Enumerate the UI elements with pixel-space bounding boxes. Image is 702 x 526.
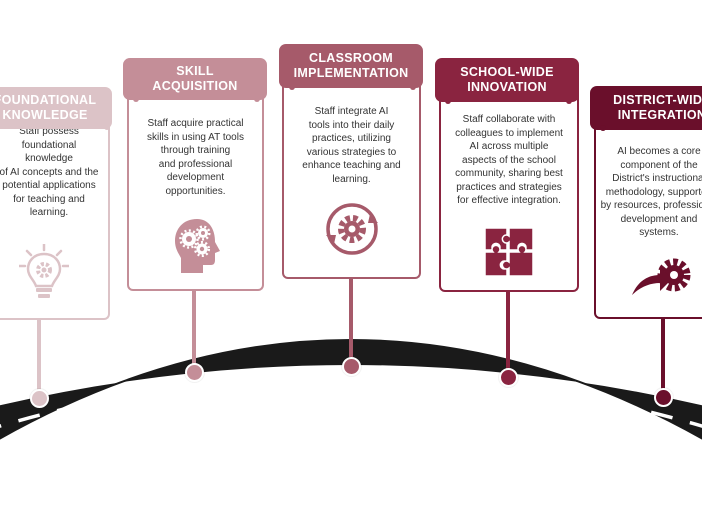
- stage-3-header-dot-left: [289, 84, 295, 90]
- stage-5-description-line: District's instructional: [612, 173, 702, 184]
- stage-2-header-dot-right: [254, 96, 260, 102]
- stage-3-description-line: practices, utilizing: [312, 133, 391, 144]
- stage-3-title-line: IMPLEMENTATION: [293, 66, 409, 80]
- stage-5-header-dot-left: [600, 125, 606, 131]
- stage-3-description-line: tools into their daily: [308, 119, 395, 131]
- lightbulb-gear-icon: [17, 242, 71, 302]
- stage-4-description-line: Staff collaborate with: [462, 114, 556, 125]
- gear-arrow-icon: [630, 251, 694, 301]
- stage-4-description-line: colleagues to implement: [455, 127, 563, 139]
- stage-1-description-line: potential applications: [2, 180, 96, 191]
- stage-2-stem: [192, 289, 196, 367]
- stage-5-title-line: INTEGRATION: [617, 108, 702, 122]
- stage-4-description-line: aspects of the school: [462, 154, 556, 166]
- stage-2-description-line: skills in using AT tools: [147, 131, 244, 143]
- stage-4-header-dot-right: [566, 98, 572, 104]
- stage-4-marker: [499, 368, 518, 387]
- stage-4-description-line: practices and strategies: [456, 181, 562, 193]
- stage-3-marker: [342, 357, 361, 376]
- stage-3-header-dot-right: [410, 84, 416, 90]
- stage-5-description-line: by resources, professional: [600, 200, 702, 211]
- stage-5-description-line: component of the: [620, 159, 698, 171]
- stage-1-description-line: foundational knowledge: [21, 139, 77, 165]
- stage-5-description-line: AI becomes a core: [617, 146, 701, 157]
- stage-3-description-line: Staff integrate AI: [314, 106, 389, 117]
- stage-2-description-line: development: [166, 172, 225, 183]
- stage-2-header-dot-left: [133, 96, 139, 102]
- stage-3-card: Staff integrate AI tools into their daily…: [282, 76, 421, 279]
- stage-1-title-line: KNOWLEDGE: [2, 108, 88, 122]
- stage-2-description: Staff acquire practical skills in using A…: [137, 117, 254, 198]
- stage-3-description-line: learning.: [332, 173, 371, 185]
- stage-1-header-dot-right: [104, 124, 110, 130]
- stage-2-title-line: SKILL: [176, 64, 214, 78]
- stage-4-stem: [506, 290, 510, 370]
- stage-4-description-line: for effective integration.: [457, 195, 561, 206]
- stage-1-description-line: Staff possess: [19, 126, 79, 137]
- stage-2-description-line: opportunities.: [165, 185, 226, 197]
- head-gears-icon: [173, 217, 225, 275]
- stage-3-description-line: various strategies to: [306, 146, 397, 158]
- stage-5-title-line: DISTRICT-WIDE: [613, 93, 702, 107]
- stage-2-description-line: Staff acquire practical: [147, 118, 244, 129]
- stage-3-title-line: CLASSROOM: [309, 51, 393, 65]
- stage-1-description-line: for teaching and: [13, 193, 85, 205]
- stage-2-marker: [185, 363, 204, 382]
- stage-2-card: Staff acquire practical skills in using A…: [127, 89, 264, 291]
- stage-4-description: Staff collaborate with colleagues to impl…: [449, 113, 569, 208]
- road-center-line: [0, 373, 702, 428]
- stage-1-marker: [30, 389, 49, 408]
- stage-1-title-line: FOUNDATIONAL: [0, 93, 97, 107]
- stage-5-description-line: systems.: [639, 227, 679, 238]
- stage-4-title-line: SCHOOL-WIDE: [460, 65, 554, 79]
- stage-5-marker: [654, 388, 673, 407]
- stage-1-description-line: learning.: [29, 207, 69, 218]
- stage-3-description-line: enhance teaching and: [302, 160, 401, 171]
- stage-5-description-line: development and: [620, 213, 698, 225]
- stage-2-description-line: and professional: [158, 158, 233, 170]
- stage-4-title-line: INNOVATION: [467, 80, 547, 94]
- stage-4-header-dot-left: [445, 98, 451, 104]
- stage-4-card: Staff collaborate with colleagues to impl…: [439, 89, 579, 292]
- stage-3-description: Staff integrate AI tools into their daily…: [292, 105, 411, 186]
- stage-2-description-line: through training: [160, 145, 231, 156]
- stage-1-description-line: of AI concepts and the: [0, 166, 99, 178]
- stage-3-stem: [349, 277, 353, 357]
- cycle-gear-icon: [324, 201, 380, 257]
- stage-4-description-line: community, sharing best: [455, 168, 563, 179]
- stage-2-title-line: ACQUISITION: [152, 79, 238, 93]
- stage-5-stem: [661, 318, 665, 394]
- stage-1-stem: [37, 318, 41, 398]
- stage-5-description-line: methodology, supported: [605, 186, 702, 198]
- stage-4-description-line: AI across multiple: [469, 141, 549, 152]
- puzzle-icon: [483, 226, 535, 278]
